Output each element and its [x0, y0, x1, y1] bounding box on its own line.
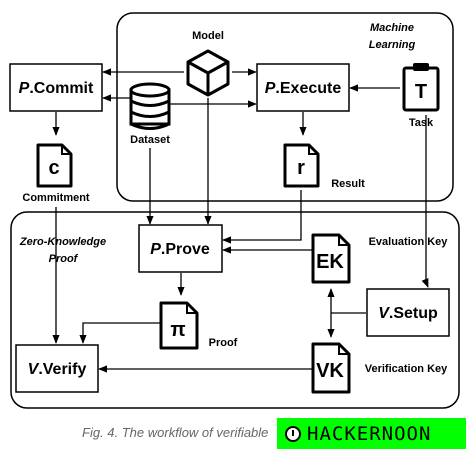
task-label: Task: [409, 117, 434, 129]
zk-title-line2: Proof: [49, 253, 79, 265]
hackernoon-badge[interactable]: HACKERNOON: [277, 418, 466, 449]
proof-icon-letter: π: [170, 319, 185, 341]
model-label: Model: [192, 30, 224, 42]
evaluation-key-label: Evaluation Key: [369, 236, 449, 248]
arrow-proof-to-verify: [79, 322, 160, 344]
arrow-task-to-setup: [421, 115, 429, 288]
task-icon-letter: T: [415, 81, 427, 103]
setup-label: .Setup: [389, 305, 438, 322]
svg-text:V.Verify: V.Verify: [28, 361, 87, 378]
prove-box: P.Prove: [138, 224, 223, 273]
connector-arrows: [52, 68, 429, 373]
svg-text:P.Prove: P.Prove: [150, 241, 210, 258]
commit-label: .Commit: [29, 80, 94, 97]
figure-caption: Fig. 4. The workflow of verifiable: [82, 425, 269, 440]
prove-prefix: P: [150, 241, 161, 258]
dataset-label: Dataset: [130, 134, 170, 146]
verification-key-label: Verification Key: [365, 363, 448, 375]
proof-label: Proof: [209, 337, 238, 349]
hackernoon-wordmark: HACKERNOON: [307, 422, 432, 445]
commit-box: P.Commit: [9, 63, 103, 112]
database-icon: [129, 82, 171, 130]
verify-prefix: V: [28, 361, 40, 378]
svg-text:V.Setup: V.Setup: [378, 305, 438, 322]
evaluation-key-file-icon: EK: [311, 233, 351, 284]
result-icon-letter: r: [297, 157, 305, 179]
svg-text:P.Commit: P.Commit: [19, 80, 94, 97]
commit-prefix: P: [19, 80, 30, 97]
svg-text:P.Execute: P.Execute: [265, 80, 342, 97]
proof-file-icon: π: [159, 301, 199, 350]
execute-label: .Execute: [275, 80, 341, 97]
vk-icon-letter: VK: [316, 360, 344, 382]
hackernoon-logo-icon: [285, 425, 301, 442]
commitment-icon-letter: c: [48, 157, 59, 179]
result-file-icon: r: [283, 143, 320, 188]
arrow-result-to-prove: [222, 190, 302, 244]
setup-box: V.Setup: [366, 288, 450, 337]
model-icon: [186, 49, 230, 97]
execute-box: P.Execute: [256, 63, 350, 112]
execute-prefix: P: [265, 80, 276, 97]
task-clipboard-icon: T: [402, 63, 440, 112]
commitment-label: Commitment: [22, 192, 90, 204]
verify-label: .Verify: [38, 361, 86, 378]
ml-title-line2: Learning: [369, 39, 416, 51]
result-label: Result: [331, 178, 365, 190]
prove-label: .Prove: [161, 241, 210, 258]
machine-learning-region: [116, 12, 454, 202]
ml-title-line1: Machine: [370, 22, 414, 34]
setup-prefix: V: [378, 305, 390, 322]
zero-knowledge-region: [10, 211, 460, 409]
ek-icon-letter: EK: [316, 251, 344, 273]
zk-title-line1: Zero-Knowledge: [19, 236, 106, 248]
verify-box: V.Verify: [15, 344, 99, 393]
verification-key-file-icon: VK: [311, 342, 351, 394]
commitment-file-icon: c: [36, 143, 73, 188]
